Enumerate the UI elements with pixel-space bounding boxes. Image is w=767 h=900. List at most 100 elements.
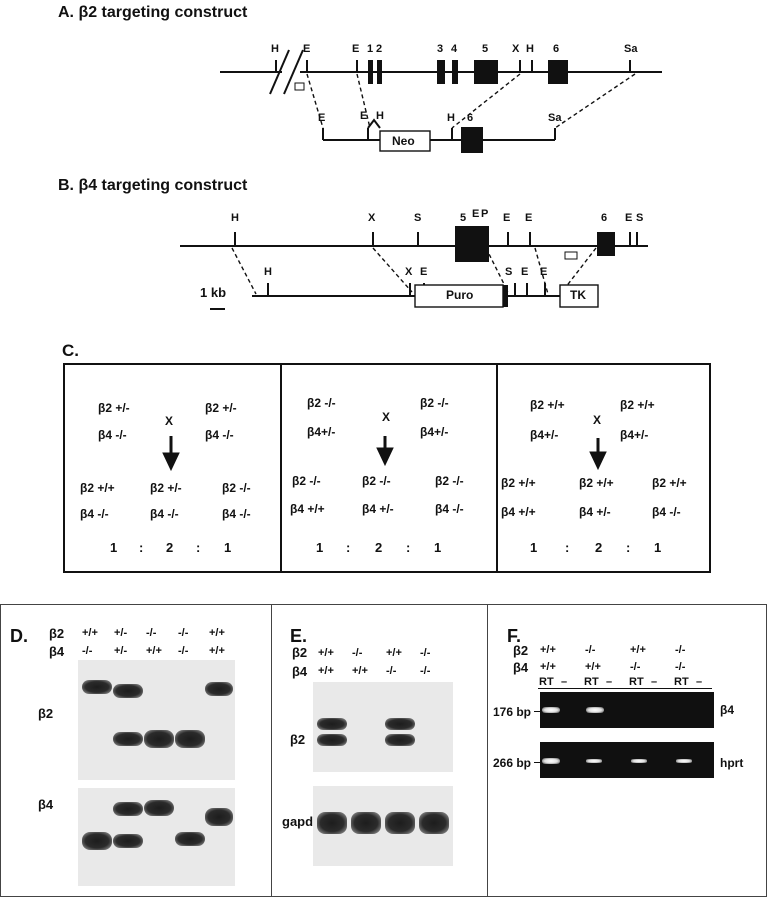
site-label: E [420,266,428,278]
lane-genotype: +/+ [386,647,402,659]
exon-label: 6 [553,43,560,55]
scale-bar-label: 1 kb [200,285,227,300]
parent-genotype: β2 -/- [307,396,336,410]
offspring-genotype: β2 +/+ [652,476,687,490]
panel-divider [487,604,488,897]
exon-label: 1 [367,43,374,55]
genotype-row-label: β4 [513,660,529,675]
northern-blot-b2 [313,682,453,772]
size-marker-label: 176 bp [493,705,532,719]
site-label: E [625,212,633,224]
panel-c-divider [496,363,498,573]
offspring-genotype: β2 +/+ [579,476,614,490]
offspring-genotype: β4 +/+ [290,502,325,516]
parent-genotype: β2 +/- [98,401,130,415]
parent-genotype: β4 -/- [205,428,234,442]
panel-c-divider [280,363,282,573]
lane-genotype: +/- [114,627,128,639]
site-label: E [521,266,529,278]
lane-genotype: +/+ [82,627,98,639]
lane-genotype: +/+ [585,661,601,673]
site-label: S [636,212,644,224]
lane-genotype: -/- [420,647,431,659]
exon-label: 3 [437,43,444,55]
site-label: P [481,208,489,220]
rt-label: – [651,676,658,688]
exon-label: 6 [467,112,474,124]
cross-symbol: X [593,413,602,427]
ratio-colon: : [406,540,411,555]
lane-genotype: -/- [352,647,363,659]
ratio-number: 2 [595,540,603,555]
site-label: X [405,266,413,278]
ratio-number: 2 [166,540,174,555]
site-label: S [414,212,422,224]
site-label: E [352,43,360,55]
offspring-genotype: β2 -/- [222,481,251,495]
offspring-genotype: β4 -/- [80,507,109,521]
panel-f-title: F. [507,626,522,646]
parent-genotype: β2 +/- [205,401,237,415]
panel-d-title: D. [10,626,28,646]
genotype-row-label: β2 [292,645,308,660]
parent-genotype: β2 +/+ [530,398,565,412]
site-label: H [376,110,384,122]
panel-b-title: B. β4 targeting construct [58,177,248,194]
blot-label: gapdh [282,814,321,829]
exon-label: 2 [376,43,383,55]
ratio-number: 1 [110,540,118,555]
site-label: E [360,110,368,122]
offspring-genotype: β2 -/- [292,474,321,488]
rt-label: RT [539,676,554,688]
blot-label: β2 [38,706,54,721]
tk-label: TK [570,288,586,302]
lane-genotype: -/- [420,665,431,677]
panel-c-box [63,363,711,573]
offspring-genotype: β4 +/+ [501,505,536,519]
exon-label: 4 [451,43,458,55]
rtpcr-gel-hprt [540,742,714,778]
panel-b-map [180,226,648,310]
lane-genotype: +/+ [209,627,225,639]
rtpcr-gel-b4 [540,692,714,728]
lane-genotype: -/- [146,627,157,639]
lane-genotype: +/+ [146,645,162,657]
offspring-genotype: β4 -/- [222,507,251,521]
blot-label: β2 [290,732,306,747]
rt-label: – [561,676,568,688]
parent-genotype: β4 -/- [98,428,127,442]
lane-genotype: -/- [386,665,397,677]
rt-label: RT [584,676,599,688]
lane-genotype: -/- [675,644,686,656]
panel-c-title: C. [62,341,79,360]
neo-cassette [379,130,431,152]
ratio-colon: : [565,540,570,555]
rt-label: – [606,676,613,688]
gene-label: β4 [720,703,734,717]
ratio-number: 1 [316,540,324,555]
lane-genotype: -/- [178,645,189,657]
offspring-genotype: β4 -/- [652,505,681,519]
gene-label: hprt [720,756,744,770]
ratio-number: 1 [530,540,538,555]
panel-e-title: E. [290,626,308,646]
size-marker-tick [534,711,542,712]
lane-genotype: -/- [585,644,596,656]
lane-genotype: -/- [630,661,641,673]
ratio-number: 1 [224,540,232,555]
size-marker-label: 266 bp [493,756,532,770]
ratio-colon: : [196,540,201,555]
offspring-genotype: β2 +/+ [80,481,115,495]
parent-genotype: β4+/- [530,428,559,442]
offspring-genotype: β4 +/- [579,505,611,519]
puro-label: Puro [446,288,474,302]
lane-genotype: -/- [178,627,189,639]
site-label: E [303,43,311,55]
site-label: Sa [548,112,562,124]
lane-genotype: +/+ [540,644,556,656]
offspring-genotype: β4 -/- [435,502,464,516]
site-label: H [264,266,272,278]
offspring-genotype: β2 -/- [362,474,391,488]
site-label: H [447,112,455,124]
exon-label: 5 [482,43,489,55]
